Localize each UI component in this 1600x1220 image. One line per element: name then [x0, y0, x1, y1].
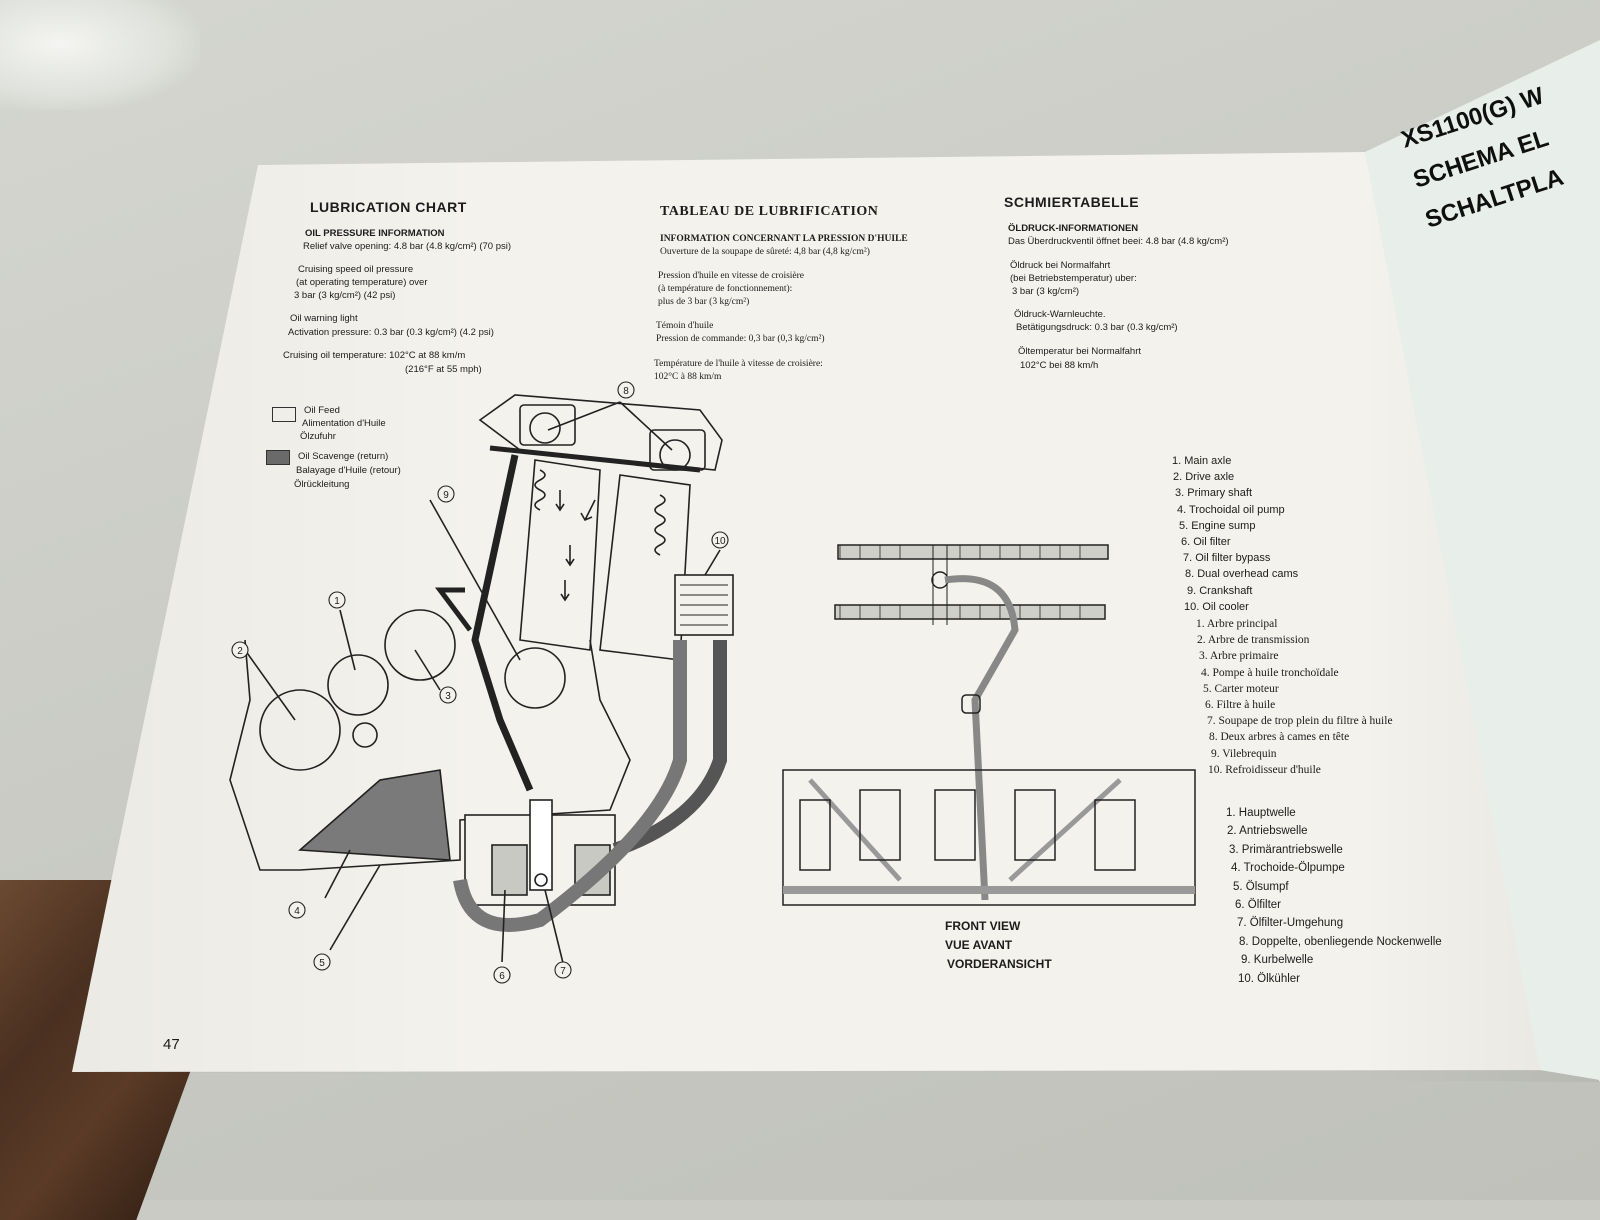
list-item: 5. Engine sump — [1179, 519, 1256, 532]
callout-10: 10 — [714, 536, 726, 547]
title-fr: TABLEAU DE LUBRIFICATION — [660, 204, 879, 219]
page-number: 47 — [163, 1036, 180, 1053]
cruising-de-2: (bei Betriebstemperatur) uber: — [1010, 273, 1137, 284]
callout-5: 5 — [319, 958, 325, 969]
callout-labels: 1 2 3 4 5 6 7 8 9 10 — [237, 386, 726, 982]
list-item: 7. Ölfilter-Umgehung — [1237, 917, 1344, 930]
parts-list-de: 1. Hauptwelle 2. Antriebswelle 3. Primär… — [1226, 804, 1442, 988]
callout-6: 6 — [499, 971, 505, 982]
list-item: 5. Ölsumpf — [1233, 880, 1289, 893]
callout-4: 4 — [294, 906, 300, 917]
list-item: 8. Dual overhead cams — [1185, 568, 1299, 581]
legend-oil-scavenge-fr: Balayage d'Huile (retour) — [296, 465, 401, 476]
list-item: 6. Filtre à huile — [1205, 699, 1276, 712]
legend-oil-feed-fr: Alimentation d'Huile — [302, 418, 386, 429]
title-de: SCHMIERTABELLE — [1004, 194, 1140, 210]
list-item: 9. Vilebrequin — [1211, 747, 1277, 760]
warning-de-1: Öldruck-Warnleuchte. — [1014, 309, 1106, 320]
callout-1: 1 — [334, 596, 340, 607]
cruising-de-1: Öldruck bei Normalfahrt — [1010, 260, 1111, 271]
legend-oil-scavenge-en: Oil Scavenge (return) — [298, 451, 389, 462]
list-item: 3. Primärantriebswelle — [1229, 843, 1343, 856]
list-item: 5. Carter moteur — [1203, 682, 1279, 695]
cruising-pressure-en-2: (at operating temperature) over — [296, 277, 428, 288]
list-item: 1. Main axle — [1172, 455, 1232, 467]
list-item: 3. Primary shaft — [1175, 487, 1253, 500]
plastic-wrap — [0, 0, 200, 110]
list-item: 1. Arbre principal — [1196, 618, 1278, 630]
list-item: 3. Arbre primaire — [1199, 650, 1279, 663]
warning-light-en-2: Activation pressure: 0.3 bar (0.3 kg/cm²… — [288, 327, 494, 338]
list-item: 10. Refroidisseur d'huile — [1208, 763, 1321, 776]
cruising-temp-en-1: Cruising oil temperature: 102°C at 88 km… — [283, 350, 466, 361]
temp-fr-1: Température de l'huile à vitesse de croi… — [654, 359, 823, 369]
front-view-fr: VUE AVANT — [945, 938, 1013, 952]
front-view-en: FRONT VIEW — [945, 919, 1021, 933]
callout-3: 3 — [445, 691, 451, 702]
legend-oil-scavenge-de: Ölrückleitung — [294, 479, 350, 490]
list-item: 2. Antriebswelle — [1227, 825, 1308, 838]
list-item: 6. Ölfilter — [1235, 899, 1282, 912]
warning-fr-2: Pression de commande: 0,3 bar (0,3 kg/cm… — [656, 334, 825, 344]
temp-fr-2: 102°C à 88 km/m — [654, 372, 722, 382]
cruising-fr-1: Pression d'huile en vitesse de croisière — [658, 271, 805, 281]
callouts — [231, 381, 729, 984]
oil-pressure-heading-en: OIL PRESSURE INFORMATION — [305, 228, 445, 239]
cruising-fr-3: plus de 3 bar (3 kg/cm²) — [658, 297, 750, 307]
legend-oil-feed-en: Oil Feed — [304, 405, 340, 416]
heading-fr: INFORMATION CONCERNANT LA PRESSION D'HUI… — [660, 234, 908, 244]
engine-front-view — [782, 544, 1196, 906]
cruising-temp-en-2: (216°F at 55 mph) — [405, 364, 482, 375]
cruising-pressure-en-3: 3 bar (3 kg/cm²) (42 psi) — [294, 290, 396, 301]
cruising-fr-2: (à température de fonctionnement): — [658, 284, 793, 294]
parts-list-fr: 1. Arbre principal 2. Arbre de transmiss… — [1196, 616, 1393, 778]
list-item: 9. Crankshaft — [1187, 584, 1253, 597]
list-item: 6. Oil filter — [1181, 536, 1231, 549]
front-view-de: VORDERANSICHT — [947, 957, 1052, 971]
relief-de: Das Überdruckventil öffnet beei: 4.8 bar… — [1008, 236, 1229, 247]
list-item: 2. Arbre de transmission — [1197, 634, 1310, 647]
list-item: 9. Kurbelwelle — [1241, 954, 1314, 967]
list-item: 4. Trochoide-Ölpumpe — [1231, 862, 1345, 875]
relief-fr: Ouverture de la soupape de sûreté: 4,8 b… — [660, 247, 870, 257]
legend-oil-feed-swatch — [272, 407, 296, 422]
warning-light-en-1: Oil warning light — [290, 313, 358, 324]
callout-9: 9 — [443, 490, 449, 501]
list-item: 2. Drive axle — [1173, 471, 1235, 484]
warning-fr-1: Témoin d'huile — [656, 321, 714, 331]
callout-2: 2 — [237, 646, 243, 657]
list-item: 8. Deux arbres à cames en tête — [1209, 731, 1350, 744]
temp-de-1: Öltemperatur bei Normalfahrt — [1018, 346, 1142, 357]
title-en: LUBRICATION CHART — [310, 199, 467, 215]
list-item: 10. Oil cooler — [1184, 600, 1249, 613]
cruising-de-3: 3 bar (3 kg/cm²) — [1012, 286, 1080, 297]
temp-de-2: 102°C bei 88 km/h — [1020, 360, 1099, 371]
list-item: 7. Soupape de trop plein du filtre à hui… — [1207, 715, 1393, 728]
cruising-pressure-en-1: Cruising speed oil pressure — [298, 264, 414, 275]
list-item: 8. Doppelte, obenliegende Nockenwelle — [1239, 935, 1442, 948]
warning-de-2: Betätigungsdruck: 0.3 bar (0.3 kg/cm²) — [1016, 322, 1178, 333]
parts-list-en: 1. Main axle 2. Drive axle 3. Primary sh… — [1172, 453, 1298, 615]
relief-valve-en: Relief valve opening: 4.8 bar (4.8 kg/cm… — [303, 241, 512, 252]
list-item: 1. Hauptwelle — [1226, 807, 1296, 819]
legend-oil-scavenge-swatch — [266, 450, 290, 465]
list-item: 7. Oil filter bypass — [1183, 552, 1271, 565]
callout-8: 8 — [623, 386, 629, 397]
list-item: 4. Pompe à huile tronchoïdale — [1201, 666, 1339, 679]
engine-side-view — [229, 394, 734, 964]
legend-oil-feed-de: Ölzufuhr — [300, 431, 336, 442]
list-item: 4. Trochoidal oil pump — [1177, 503, 1285, 516]
callout-7: 7 — [560, 966, 566, 977]
list-item: 10. Ölkühler — [1238, 972, 1301, 985]
heading-de: ÖLDRUCK-INFORMATIONEN — [1008, 223, 1139, 234]
